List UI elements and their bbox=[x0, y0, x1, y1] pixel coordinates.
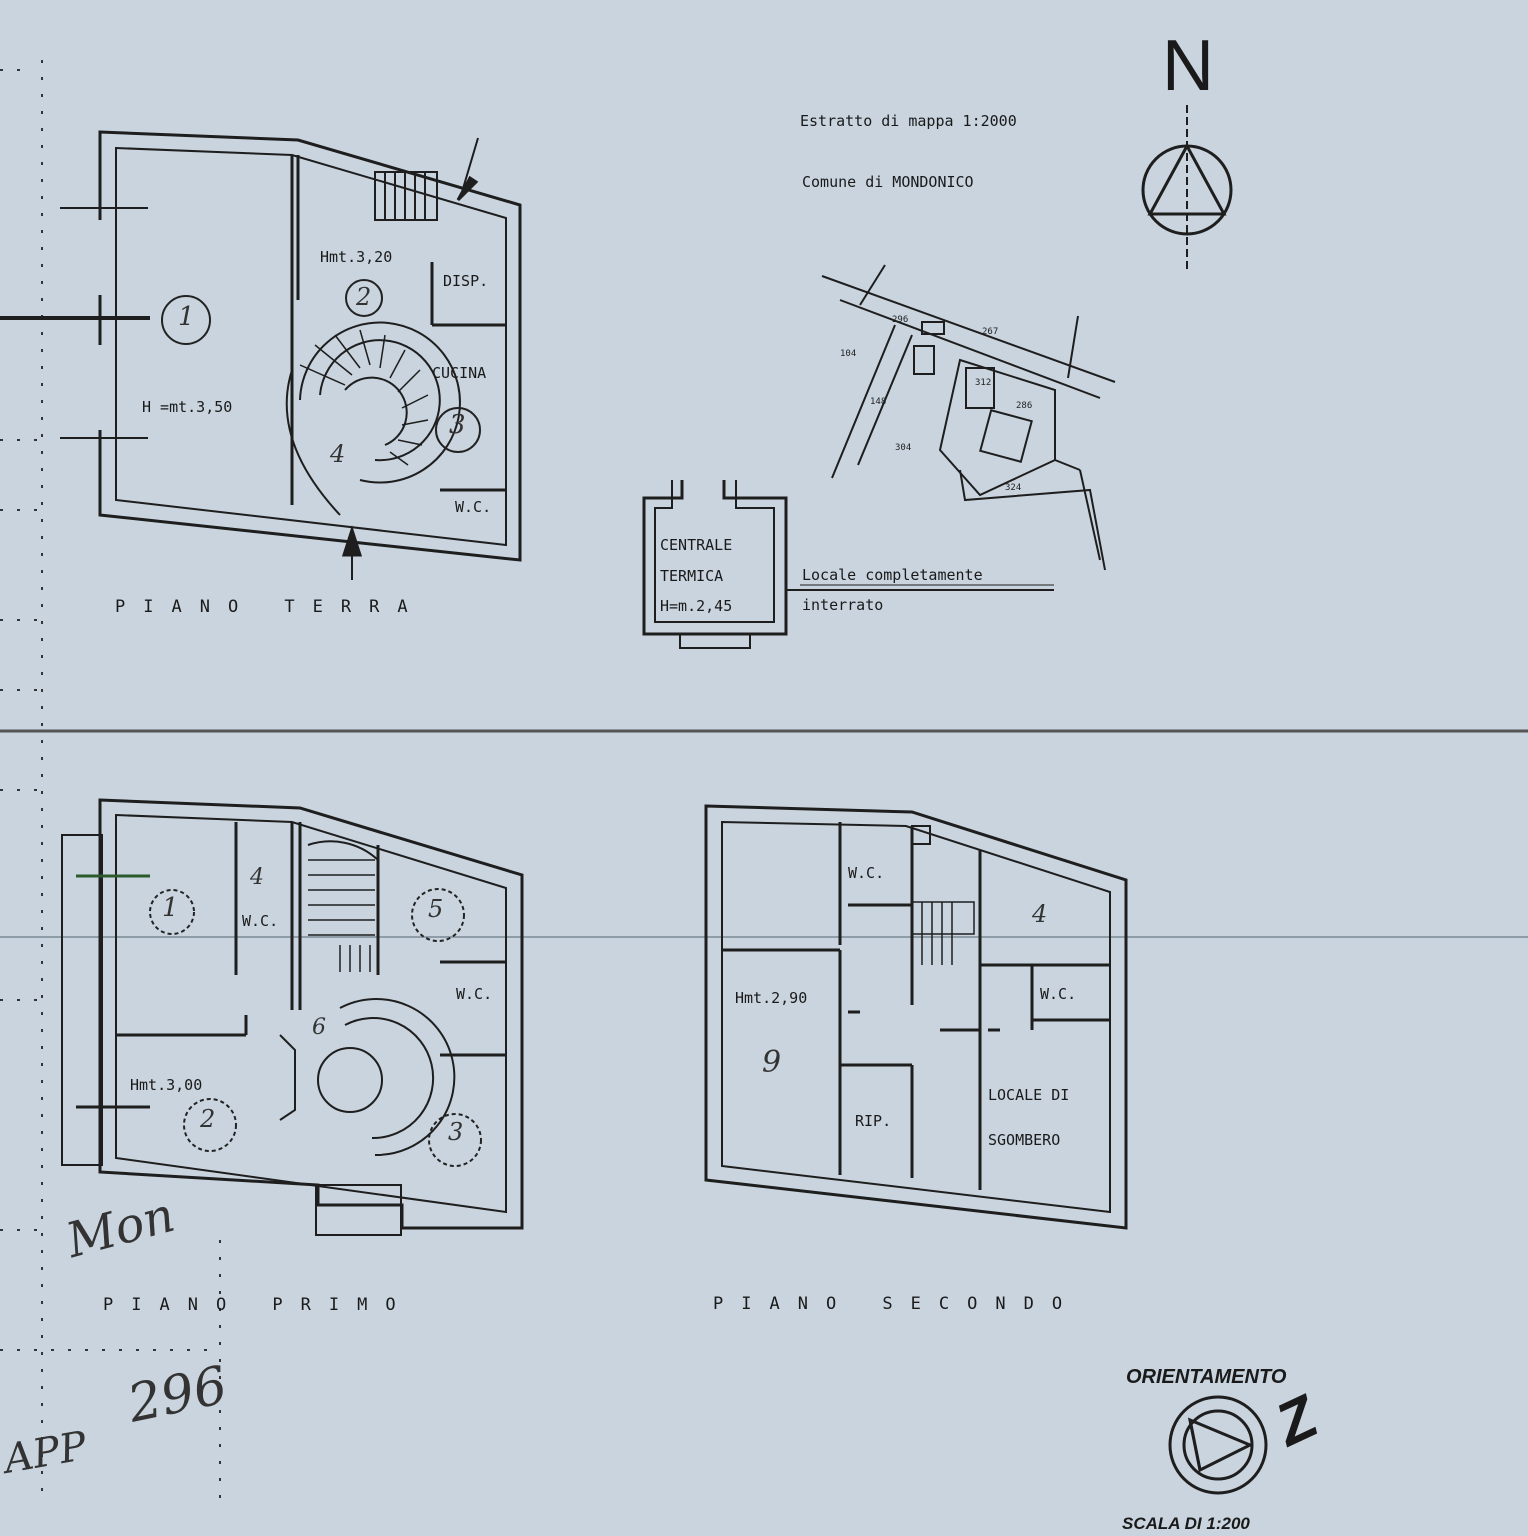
north-letter: N bbox=[1162, 26, 1214, 106]
pt-height-main: H =mt.3,50 bbox=[142, 398, 233, 416]
ps-wc2-label: W.C. bbox=[1040, 985, 1077, 1003]
pp-room-5: 5 bbox=[428, 895, 444, 923]
parcel-286: 286 bbox=[1016, 401, 1032, 411]
pp-room-3: 3 bbox=[448, 1118, 464, 1146]
pt-wc-label: W.C. bbox=[455, 498, 492, 516]
piano-secondo-plan bbox=[704, 804, 1128, 1230]
parcel-296: 296 bbox=[892, 315, 908, 325]
pp-wc2-label: W.C. bbox=[456, 985, 493, 1003]
map-extract-label: Estratto di mappa 1:2000 bbox=[800, 112, 1017, 130]
pt-room-3: 3 bbox=[449, 410, 466, 440]
parcel-312: 312 bbox=[975, 378, 991, 388]
pp-room-4: 4 bbox=[250, 865, 264, 890]
parcel-numbers: 104 267 286 296 304 148 312 324 bbox=[840, 315, 1032, 493]
parcel-267: 267 bbox=[982, 327, 998, 337]
parcel-104: 104 bbox=[840, 349, 856, 359]
ps-rip-label: RIP. bbox=[855, 1112, 892, 1130]
ps-height: Hmt.2,90 bbox=[735, 989, 808, 1007]
margin-dotted-lines bbox=[0, 60, 221, 1500]
scale-label: SCALA DI 1:200 bbox=[1122, 1514, 1250, 1533]
centrale-termica-plan bbox=[642, 480, 1054, 649]
ps-locale-line1: LOCALE DI bbox=[988, 1086, 1070, 1104]
centrale-note2: interrato bbox=[802, 596, 884, 614]
pp-room-2: 2 bbox=[200, 1105, 216, 1133]
north-arrow bbox=[1141, 105, 1233, 272]
ps-room-9: 9 bbox=[762, 1045, 782, 1080]
orientation-symbol bbox=[1168, 1395, 1268, 1495]
centrale-line1: CENTRALE bbox=[660, 536, 733, 554]
pp-height: Hmt.3,00 bbox=[130, 1076, 203, 1094]
piano-primo-room-circles bbox=[149, 888, 482, 1167]
piano-primo-title: PIANO PRIMO bbox=[103, 1295, 414, 1315]
ps-wc1-label: W.C. bbox=[848, 864, 885, 882]
pt-room-1: 1 bbox=[178, 302, 195, 332]
piano-terra-title: PIANO TERRA bbox=[115, 597, 426, 617]
centrale-line2: TERMICA bbox=[660, 567, 724, 585]
pt-room-4: 4 bbox=[330, 440, 346, 468]
pp-room-6: 6 bbox=[312, 1015, 326, 1040]
parcel-304: 304 bbox=[895, 443, 911, 453]
piano-primo-plan bbox=[61, 798, 524, 1236]
orientation-label: ORIENTAMENTO bbox=[1126, 1366, 1287, 1388]
pt-height-2: Hmt.3,20 bbox=[320, 248, 393, 266]
parcel-148: 148 bbox=[870, 397, 886, 407]
ps-locale-line2: SGOMBERO bbox=[988, 1131, 1061, 1149]
municipality-label: Comune di MONDONICO bbox=[802, 173, 974, 191]
ps-room-4: 4 bbox=[1032, 900, 1048, 928]
piano-terra-plan bbox=[0, 130, 522, 580]
pt-room-2: 2 bbox=[356, 283, 372, 311]
site-map bbox=[821, 264, 1116, 571]
pp-wc1-label: W.C. bbox=[242, 912, 279, 930]
pt-disp-label: DISP. bbox=[443, 272, 489, 290]
parcel-324: 324 bbox=[1005, 483, 1021, 493]
pp-room-1: 1 bbox=[162, 893, 179, 923]
piano-terra-room-circles bbox=[161, 279, 481, 453]
pt-cucina-label: CUCINA bbox=[432, 364, 487, 382]
centrale-line3: H=m.2,45 bbox=[660, 597, 733, 615]
piano-secondo-title: PIANO SECONDO bbox=[713, 1294, 1081, 1314]
centrale-note1: Locale completamente bbox=[802, 566, 983, 584]
